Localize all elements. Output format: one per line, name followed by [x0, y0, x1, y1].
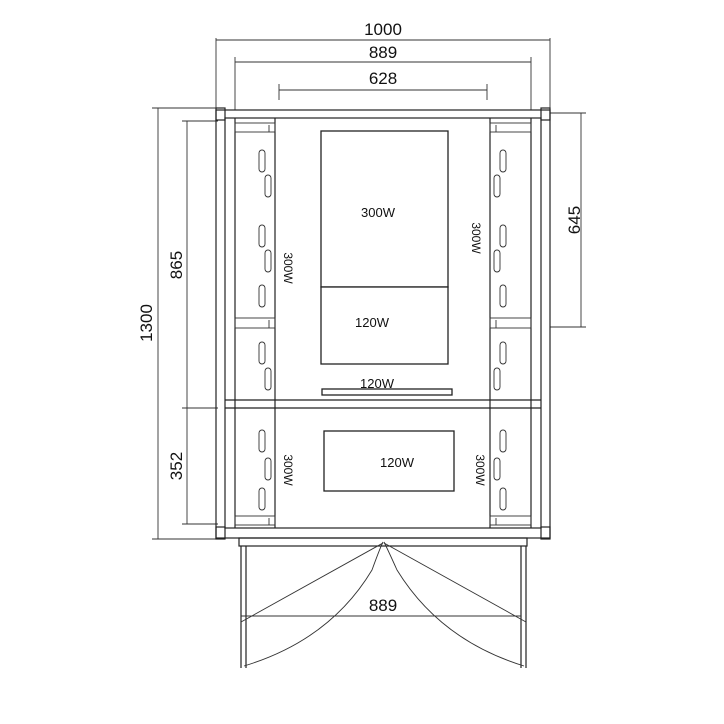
top-dimension-628: 628 — [278, 69, 488, 100]
door-dimension-889: 889 — [241, 596, 521, 617]
back-heater-120w: 120W — [320, 286, 449, 365]
right-heating-element-slots — [493, 149, 507, 511]
front-bench-heater-120w: 120W — [323, 430, 455, 492]
back-heater-300w-label: 300W — [361, 205, 396, 220]
left-dimension-1300: 1300 — [137, 107, 225, 540]
back-heater-300w: 300W — [320, 130, 449, 288]
right-lower-side-heater-label: 300W — [473, 454, 487, 486]
dimension-1000-label: 1000 — [364, 20, 402, 39]
back-heater-120w-label: 120W — [355, 315, 390, 330]
floor-strip-heater-label: 120W — [360, 376, 395, 391]
dimension-628-label: 628 — [369, 69, 397, 88]
floor-strip-heater-120w: 120W — [321, 376, 453, 396]
right-dimension-645: 645 — [550, 112, 586, 328]
left-dimension-352: 352 — [167, 408, 218, 525]
right-upper-side-heater-label: 300W — [469, 222, 483, 254]
door-dimension-889-label: 889 — [369, 596, 397, 615]
dimension-352-label: 352 — [167, 452, 186, 480]
right-side-panels — [489, 118, 532, 528]
dimension-1300-label: 1300 — [137, 304, 156, 342]
left-upper-side-heater-label: 300W — [281, 252, 295, 284]
left-heating-element-slots — [258, 149, 272, 511]
bench-divider — [225, 399, 541, 409]
top-dimension-889: 889 — [234, 43, 532, 110]
left-side-panels — [234, 118, 276, 528]
left-dimension-865: 865 — [167, 120, 218, 409]
left-lower-side-heater-label: 300W — [281, 454, 295, 486]
door — [238, 537, 528, 668]
dimension-865-label: 865 — [167, 251, 186, 279]
dimension-645-label: 645 — [565, 206, 584, 234]
top-dimension-1000: 1000 — [215, 20, 551, 110]
dimension-889-top-label: 889 — [369, 43, 397, 62]
front-bench-heater-label: 120W — [380, 455, 415, 470]
